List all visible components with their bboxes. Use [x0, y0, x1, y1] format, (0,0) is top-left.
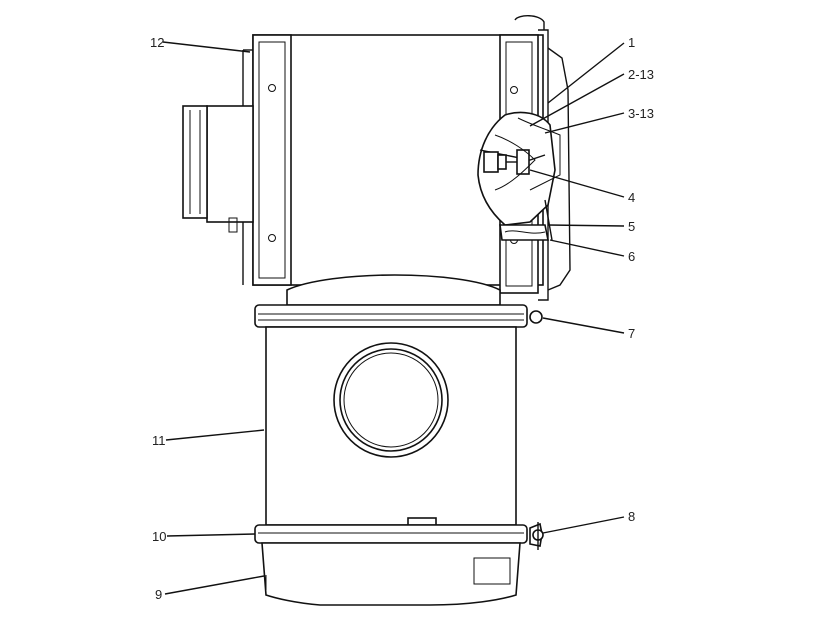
- callout-9: 9: [155, 587, 162, 602]
- callout-labels: 12 1 2-13 3-13 4 5 6 7 8 10 11 9: [150, 35, 654, 602]
- callout-6: 6: [628, 249, 635, 264]
- cutaway-detail: [477, 111, 561, 285]
- callout-11: 11: [152, 433, 166, 448]
- callout-4: 4: [628, 190, 635, 205]
- inlet-tube: [182, 105, 254, 233]
- callout-7: 7: [628, 326, 635, 341]
- canister-body: [254, 304, 544, 550]
- leader-lines: [162, 41, 625, 595]
- callout-10: 10: [152, 529, 166, 544]
- element-top-dome: [286, 274, 501, 306]
- callout-1: 1: [628, 35, 635, 50]
- callout-5: 5: [628, 219, 635, 234]
- dust-cup: [261, 542, 521, 606]
- callout-8: 8: [628, 509, 635, 524]
- callout-3-13: 3-13: [628, 106, 654, 121]
- callout-2-13: 2-13: [628, 67, 654, 82]
- callout-12: 12: [150, 35, 164, 50]
